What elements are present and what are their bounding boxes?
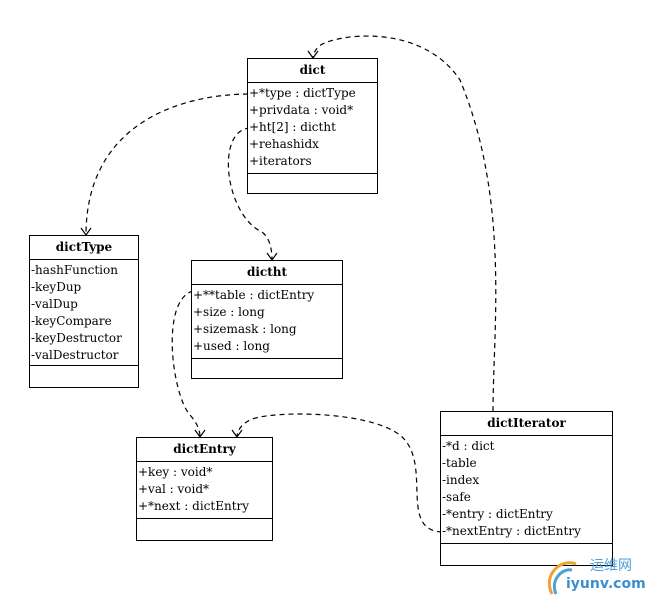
class-name: dictht xyxy=(192,261,342,285)
attribute: -keyDestructor xyxy=(31,331,122,345)
attribute: -index xyxy=(442,473,480,487)
attribute: +sizemask : long xyxy=(193,322,297,336)
watermark-url: iyunv.com xyxy=(566,576,646,592)
watermark-logo-icon xyxy=(548,561,577,595)
attribute: +privdata : void* xyxy=(249,103,354,117)
attribute: +size : long xyxy=(193,305,265,319)
attribute: +val : void* xyxy=(138,482,210,496)
attribute: -valDestructor xyxy=(31,348,119,362)
attribute: -*nextEntry : dictEntry xyxy=(442,524,581,538)
attribute-list: +*type : dictType +privdata : void* +ht[… xyxy=(248,83,377,174)
attribute-list: -hashFunction -keyDup -valDup -keyCompar… xyxy=(30,260,138,366)
attribute: -keyDup xyxy=(31,280,82,294)
class-dict: dict +*type : dictType +privdata : void*… xyxy=(247,58,378,194)
class-name: dictEntry xyxy=(137,438,272,462)
watermark-text: 运维网 xyxy=(590,558,632,574)
arrow-dict-to-dicttype xyxy=(85,93,249,236)
attribute-list: +**table : dictEntry +size : long +sizem… xyxy=(192,285,342,359)
attribute-list: -*d : dict -table -index -safe -*entry :… xyxy=(441,436,612,544)
attribute: +iterators xyxy=(249,154,312,168)
attribute: +rehashidx xyxy=(249,137,319,151)
class-name: dictType xyxy=(30,236,138,260)
class-dicttype: dictType -hashFunction -keyDup -valDup -… xyxy=(29,235,139,388)
class-dictentry: dictEntry +key : void* +val : void* +*ne… xyxy=(136,437,273,541)
arrow-dict-to-dictht xyxy=(227,127,273,261)
attribute: +key : void* xyxy=(138,465,213,479)
class-name: dictIterator xyxy=(441,412,612,436)
arrow-dictiterator-to-dictentry xyxy=(236,413,443,533)
attribute: -hashFunction xyxy=(31,263,118,277)
attribute: +*next : dictEntry xyxy=(138,499,250,513)
attribute-list: +key : void* +val : void* +*next : dictE… xyxy=(137,462,272,519)
attribute: -safe xyxy=(442,490,471,504)
attribute: +ht[2] : dictht xyxy=(249,120,336,134)
attribute: -valDup xyxy=(31,297,78,311)
class-dictiterator: dictIterator -*d : dict -table -index -s… xyxy=(440,411,613,566)
attribute: -*entry : dictEntry xyxy=(442,507,553,521)
attribute: +used : long xyxy=(193,339,270,353)
attribute: +**table : dictEntry xyxy=(193,288,315,302)
class-name: dict xyxy=(248,59,377,83)
attribute: -keyCompare xyxy=(31,314,112,328)
class-dictht: dictht +**table : dictEntry +size : long… xyxy=(191,260,343,379)
arrow-dictiterator-to-dict xyxy=(312,35,497,412)
attribute: -table xyxy=(442,456,477,470)
attribute: +*type : dictType xyxy=(249,86,356,100)
attribute: -*d : dict xyxy=(442,439,495,453)
